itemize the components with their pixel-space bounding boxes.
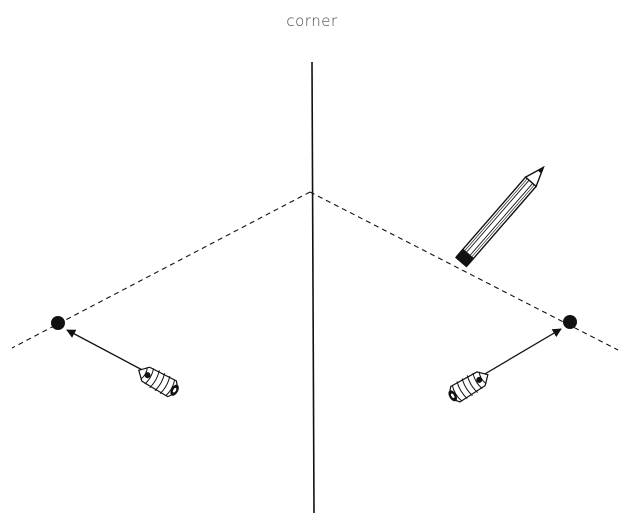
right-drill-point [563,315,577,329]
screw-anchor-icon [445,366,493,406]
screw-anchor-icon [134,362,183,401]
right-insert-arrow [478,329,561,378]
left-insert-arrow [67,330,148,373]
pencil-icon [455,161,550,267]
left-drill-point [51,316,65,330]
corner-edge-line [312,62,314,513]
